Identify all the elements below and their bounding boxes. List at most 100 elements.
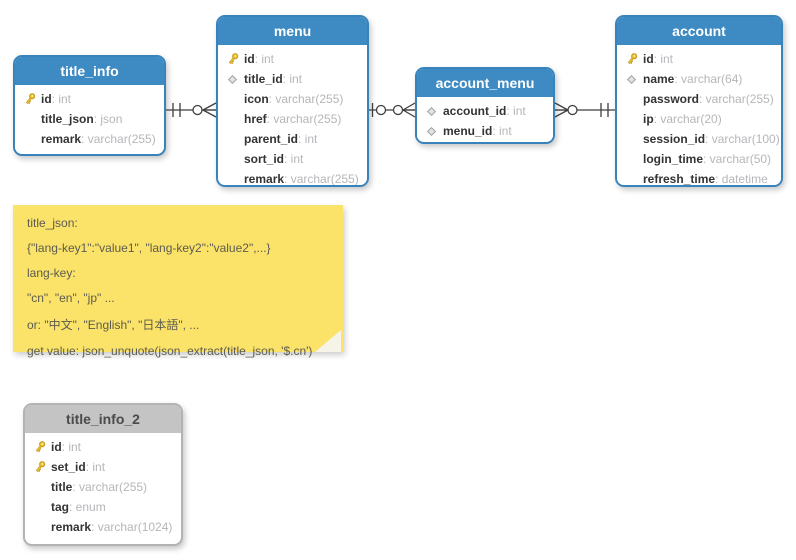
primary-key-icon [627,53,637,65]
cardinality-zero-or-many-icon [192,102,217,118]
field-row: remark: varchar(255) [218,169,367,186]
field-icon-spacer [224,132,241,146]
entity-title[interactable]: title_info_2 [25,405,181,433]
field-icon-spacer [623,112,640,126]
field-row: ip: varchar(20) [617,109,781,129]
field-name: title [51,480,73,494]
field-icon-spacer [21,132,38,146]
field-type: : int [254,52,275,66]
field-name: account_id [443,104,507,118]
entity-title[interactable]: menu [218,17,367,45]
field-name: id [244,52,255,66]
field-type: : json [93,112,123,126]
field-type: : int [284,152,304,166]
field-type: : varchar(255) [268,92,344,106]
field-name: sort_id [244,152,285,166]
field-icon-spacer [623,92,640,106]
field-type: : varchar(100) [705,132,780,146]
field-icon-spacer [224,172,241,185]
field-row: title: varchar(255) [25,477,181,497]
field-type: : int [61,440,82,454]
foreign-key-icon [623,72,640,86]
relationship-account-menu-account[interactable] [554,98,615,122]
field-name: session_id [643,132,706,146]
field-name: title_id [244,72,283,86]
field-row: remark: varchar(255) [15,129,164,149]
field-type: : datetime [715,172,768,186]
relationship-menu-account-menu[interactable] [369,98,416,122]
cardinality-zero-or-many-icon [554,102,578,118]
field-type: : int [653,52,674,66]
note-text-line: get value: json_unquote(json_extract(tit… [27,344,313,358]
primary-key-icon [25,93,35,105]
foreign-key-icon [426,126,437,136]
field-row: account_id: int [417,101,553,121]
field-type: : varchar(255) [699,92,774,106]
field-name: name [643,72,675,86]
field-row: id: int [617,49,781,69]
primary-key-icon [31,440,48,454]
note-text-line: lang-key: [27,266,76,280]
field-type: : varchar(255) [284,172,359,186]
field-type: : varchar(255) [72,480,148,494]
primary-key-icon [623,52,640,66]
field-name: menu_id [443,124,493,138]
field-icon-spacer [623,132,640,146]
primary-key-icon [228,53,238,65]
field-row: sort_id: int [218,149,367,169]
field-name: icon [244,92,269,106]
field-name: ip [643,112,654,126]
field-name: id [41,92,52,106]
field-type: : enum [69,500,106,514]
field-icon-spacer [224,112,241,126]
field-icon-spacer [224,92,241,106]
field-row: id: int [15,89,164,109]
note-text-line: "cn", "en", "jp" ... [27,291,115,305]
field-name: remark [51,520,92,534]
field-row: login_time: varchar(50) [617,149,781,169]
cardinality-one-and-only-one-icon [172,103,181,117]
primary-key-icon [31,460,48,474]
field-row: parent_id: int [218,129,367,149]
field-icon-spacer [31,500,48,514]
field-name: password [643,92,700,106]
foreign-key-icon [423,124,440,138]
field-name: id [51,440,62,454]
field-type: : varchar(50) [703,152,772,166]
note-text-line: or: "中文", "English", "日本語", ... [27,318,200,332]
field-name: href [244,112,267,126]
field-row: name: varchar(64) [617,69,781,89]
field-name: set_id [51,460,86,474]
relationship-title-info-menu[interactable] [166,98,217,122]
field-icon-spacer [224,152,241,166]
entity-title[interactable]: account_menu [417,69,553,97]
field-row: set_id: int [25,457,181,477]
sticky-note[interactable]: title_json: {"lang-key1":"value1", "lang… [13,205,343,358]
note-text-line: {"lang-key1":"value1", "lang-key2":"valu… [27,241,271,255]
foreign-key-icon [423,104,440,118]
foreign-key-icon [224,72,241,86]
field-icon-spacer [31,520,48,534]
field-icon-spacer [623,152,640,166]
cardinality-one-and-only-one-icon [600,103,609,117]
entity-title[interactable]: account [617,17,781,45]
note-text-line: title_json: [27,216,78,230]
field-type: : varchar(255) [266,112,342,126]
field-name: remark [41,132,82,146]
primary-key-icon [224,52,241,66]
field-type: : int [51,92,72,106]
field-name: parent_id [244,132,299,146]
entity-title[interactable]: title_info [15,57,164,85]
foreign-key-icon [426,106,437,116]
field-name: refresh_time [643,172,716,186]
